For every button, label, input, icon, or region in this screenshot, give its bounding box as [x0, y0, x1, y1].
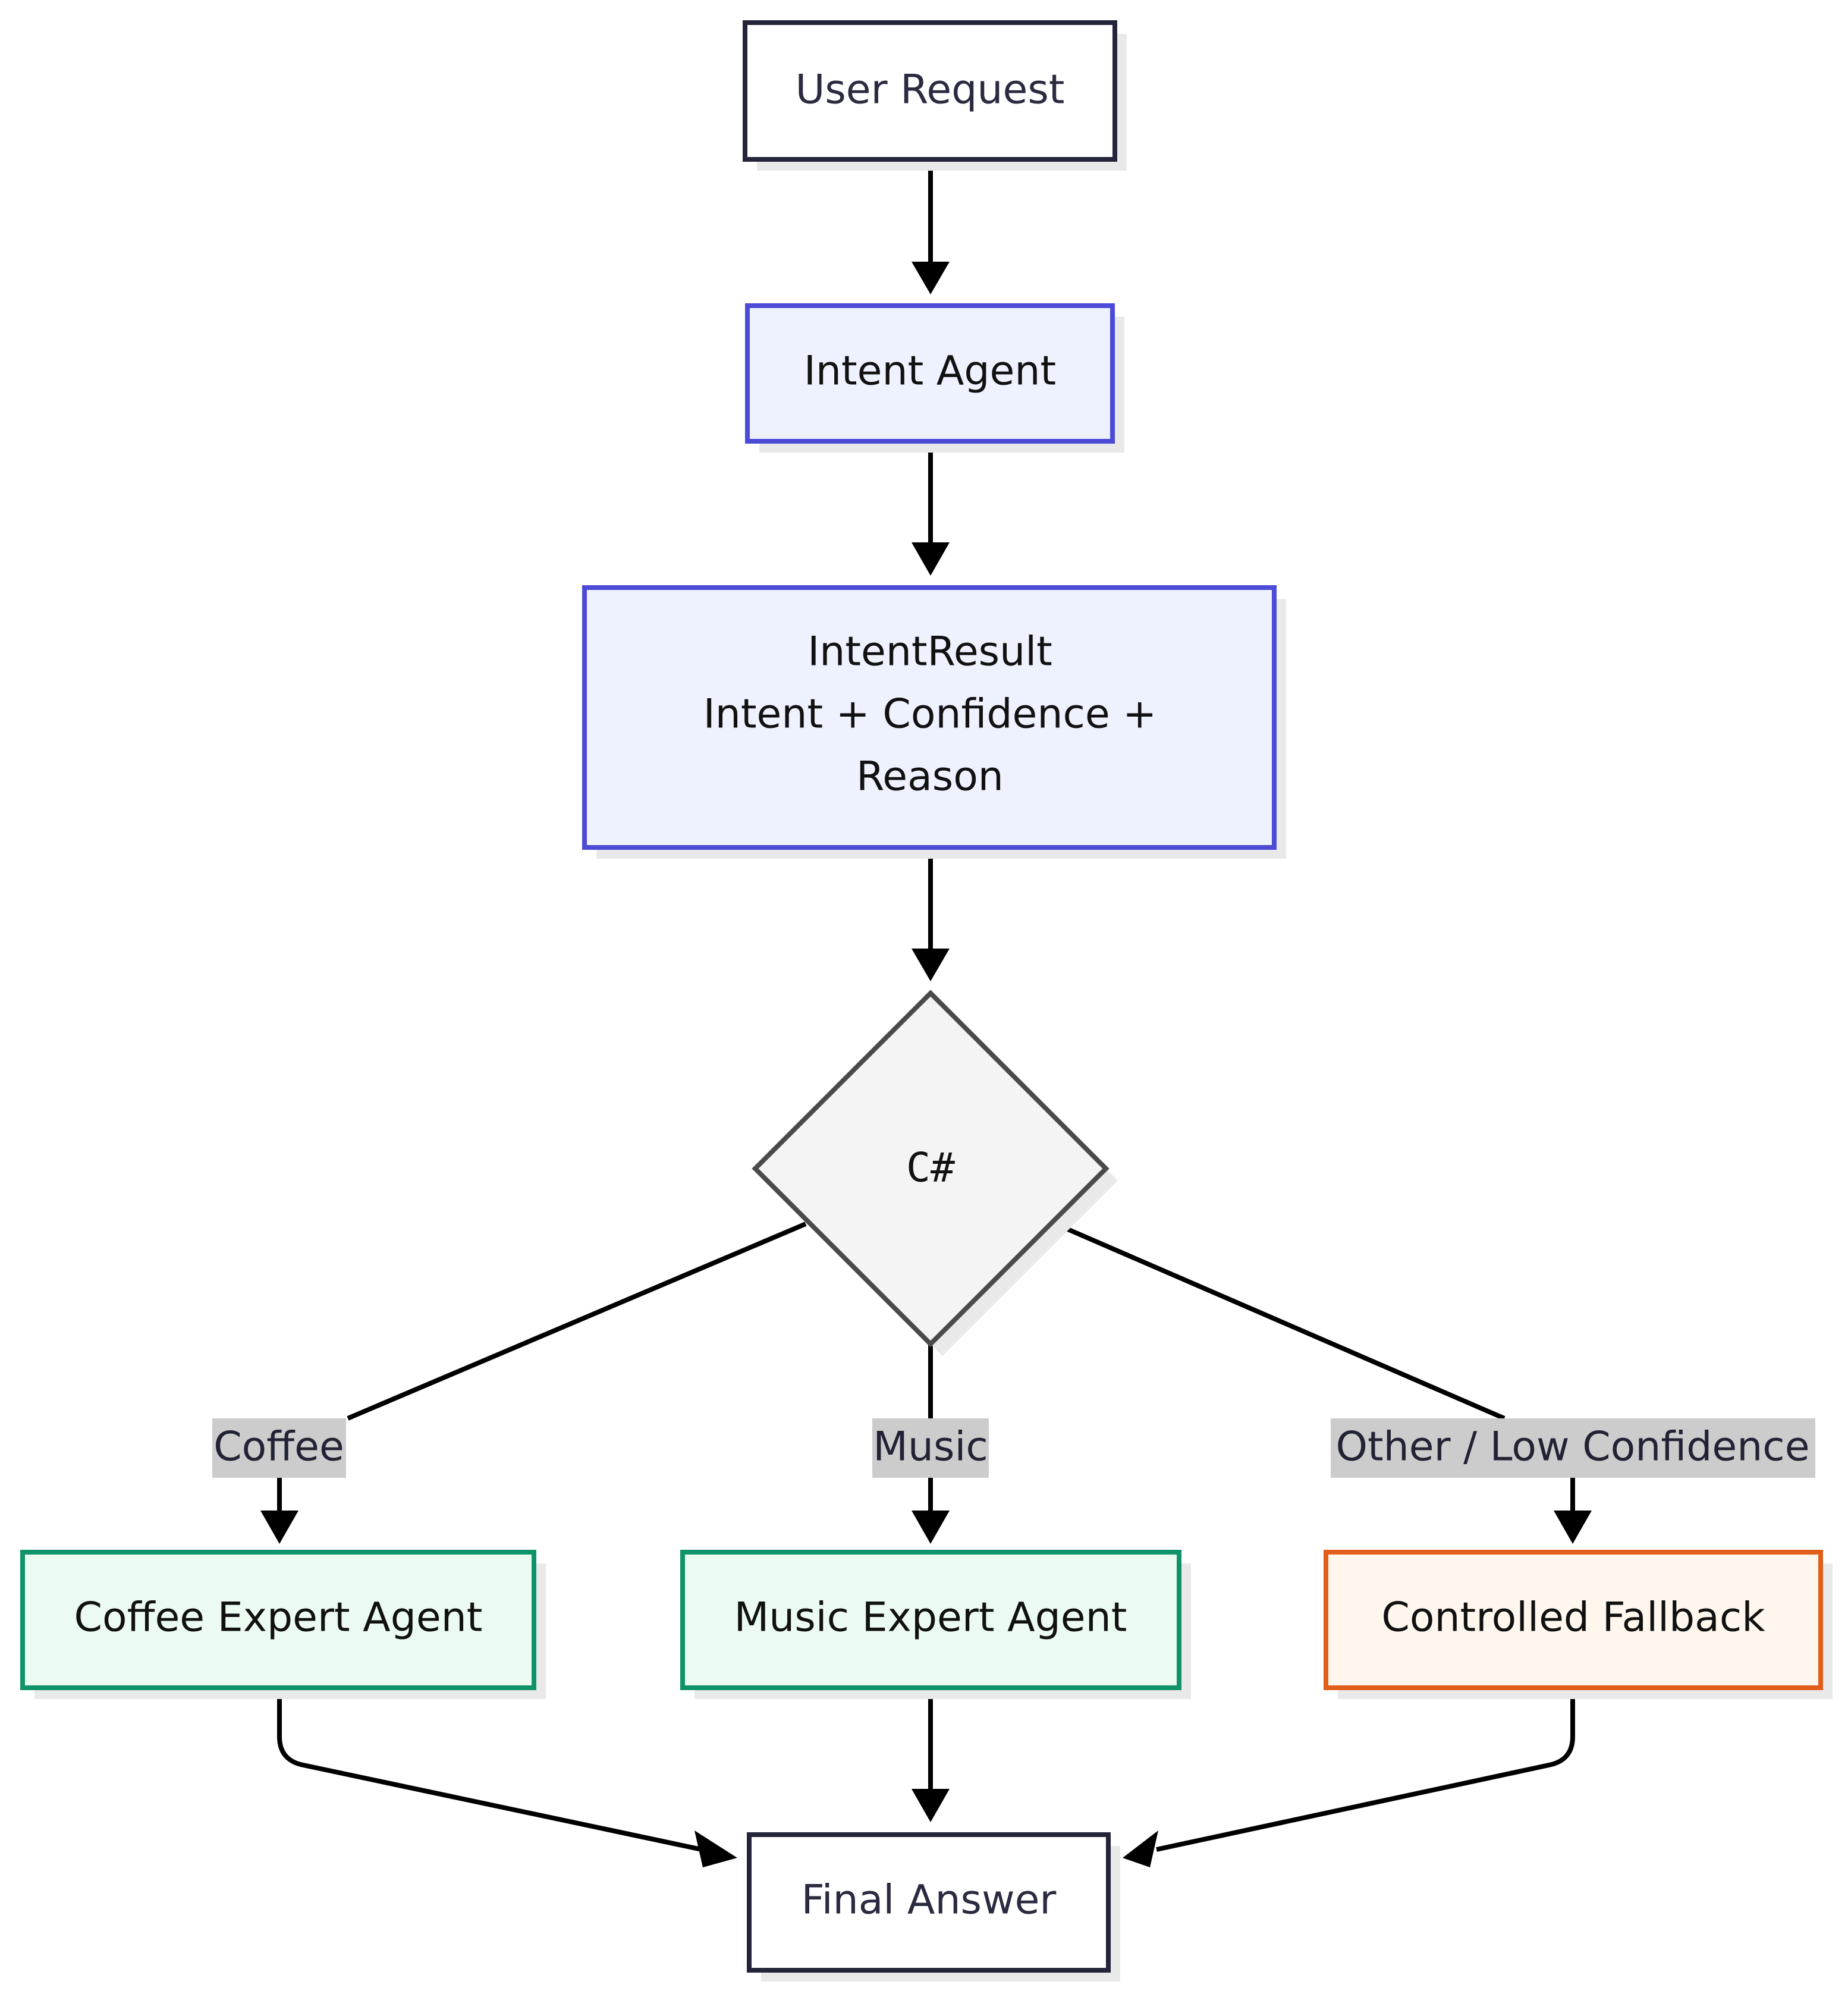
edge-label-other: Other / Low Confidence — [1331, 1418, 1815, 1478]
arrow-music-to-final — [912, 1789, 950, 1822]
edge-label-coffee-bg — [212, 1418, 346, 1478]
edge-label-music: Music — [872, 1418, 989, 1478]
node-intent-agent[interactable]: Intent Agent — [745, 303, 1124, 453]
node-music-agent-label: Music Expert Agent — [734, 1594, 1127, 1641]
edge-fallback-to-final — [1156, 1688, 1575, 1852]
node-final-answer-label: Final Answer — [802, 1877, 1057, 1924]
edge-decision-to-coffee — [347, 1222, 807, 1421]
edge-label-other-text: Other / Low Confidence — [1335, 1424, 1809, 1471]
node-fallback-box[interactable] — [1324, 1550, 1823, 1690]
edge-coffee-to-final — [277, 1688, 702, 1852]
node-user-request-box[interactable] — [743, 20, 1117, 162]
arrow-decision-to-music — [912, 1511, 950, 1544]
edges — [260, 159, 1592, 1867]
node-intent-result-line-3: Reason — [856, 753, 1004, 800]
arrow-decision-to-fallback — [1554, 1511, 1592, 1544]
node-music-agent-box[interactable] — [680, 1550, 1181, 1690]
arrow-coffee-to-final — [694, 1830, 737, 1867]
node-decision[interactable]: C# — [752, 990, 1118, 1356]
arrow-fallback-to-final — [1123, 1830, 1158, 1867]
node-intent-agent-box[interactable] — [745, 303, 1115, 444]
node-intent-result-box[interactable] — [582, 585, 1277, 850]
node-final-answer-box[interactable] — [747, 1832, 1111, 1973]
node-coffee-agent[interactable]: Coffee Expert Agent — [20, 1550, 546, 1699]
node-final-answer[interactable]: Final Answer — [747, 1832, 1120, 1982]
arrow-result-to-decision — [912, 949, 950, 981]
node-music-agent[interactable]: Music Expert Agent — [680, 1550, 1191, 1699]
arrow-intent-to-result — [912, 542, 950, 576]
edge-label-music-text: Music — [873, 1424, 988, 1471]
node-decision-label: C# — [906, 1145, 955, 1192]
node-intent-result-line-1: IntentResult — [807, 629, 1052, 676]
node-fallback-label: Controlled Fallback — [1381, 1594, 1765, 1641]
arrow-decision-to-coffee — [260, 1511, 298, 1544]
node-fallback[interactable]: Controlled Fallback — [1324, 1550, 1833, 1699]
edge-label-coffee-text: Coffee — [213, 1424, 344, 1471]
node-decision-diamond[interactable] — [752, 990, 1110, 1348]
edge-label-other-bg — [1331, 1418, 1815, 1478]
edge-label-music-bg — [872, 1418, 989, 1478]
node-intent-result-line-2: Intent + Confidence + — [703, 691, 1157, 738]
node-intent-agent-label: Intent Agent — [804, 348, 1056, 395]
edge-decision-to-fallback — [1054, 1222, 1506, 1421]
node-coffee-agent-label: Coffee Expert Agent — [74, 1594, 483, 1641]
edge-label-coffee: Coffee — [212, 1418, 346, 1478]
node-intent-result[interactable]: IntentResult Intent + Confidence + Reaso… — [582, 585, 1286, 859]
node-user-request-label: User Request — [796, 67, 1065, 114]
arrow-user-to-intent — [912, 262, 950, 294]
node-coffee-agent-box[interactable] — [20, 1550, 536, 1690]
node-user-request[interactable]: User Request — [743, 20, 1127, 171]
